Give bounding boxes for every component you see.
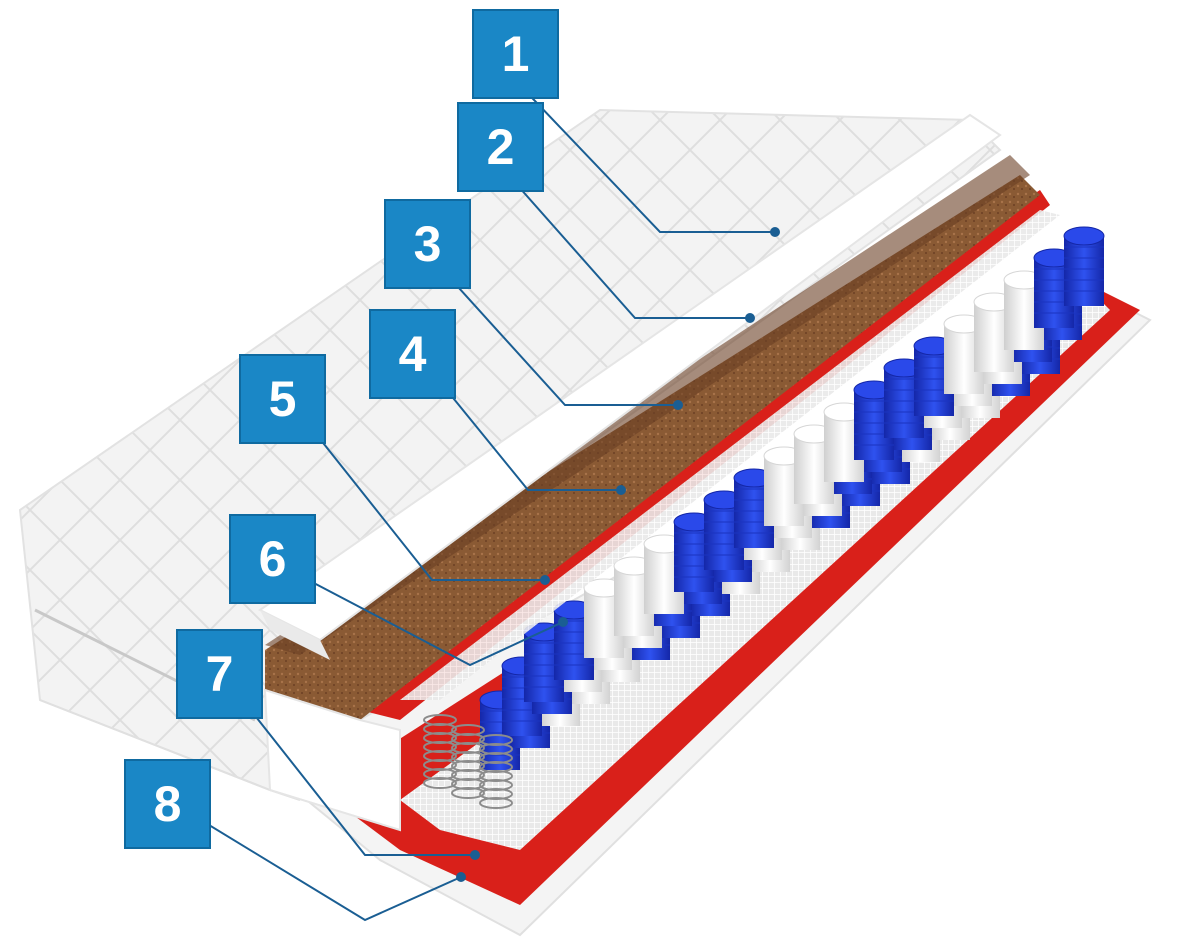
callout-number: 2 [487,119,515,175]
callout-number: 3 [414,216,442,272]
callout-number: 6 [259,531,287,587]
callout-badge-4: 4 [369,309,456,399]
anchor-dot-1 [770,227,780,237]
callout-badge-7: 7 [176,629,263,719]
anchor-dot-7 [470,850,480,860]
leader-line-5 [284,394,545,581]
leader-line-7 [214,664,475,856]
callout-badge-6: 6 [229,514,316,604]
anchor-dot-4 [616,485,626,495]
callout-badge-3: 3 [384,199,471,289]
callout-number: 4 [399,326,427,382]
callout-badge-5: 5 [239,354,326,444]
leader-line-2 [494,159,750,319]
callout-number: 5 [269,371,297,427]
leader-lines [167,79,780,922]
blue-spring [1063,226,1105,306]
metal-coil [479,734,513,809]
leader-line-6 [269,559,564,667]
callout-badge-1: 1 [472,9,559,99]
anchor-dot-6 [558,617,568,627]
metal-coil [451,724,485,799]
pocket-spring-block [423,226,1105,809]
anchor-dot-2 [745,313,755,323]
top-foam-layer [258,113,1002,832]
leader-line-8 [167,799,462,922]
leader-line-1 [514,79,775,233]
callout-number: 1 [502,26,530,82]
callout-number: 7 [206,646,234,702]
callout-number: 8 [154,776,182,832]
anchor-dot-3 [673,400,683,410]
metal-coil [423,714,457,789]
anchor-dot-5 [540,575,550,585]
callout-badge-2: 2 [457,102,544,192]
mesh-top-layer [400,210,1060,700]
callout-badge-8: 8 [124,759,211,849]
leader-line-3 [419,244,678,406]
anchor-dot-8 [456,872,466,882]
